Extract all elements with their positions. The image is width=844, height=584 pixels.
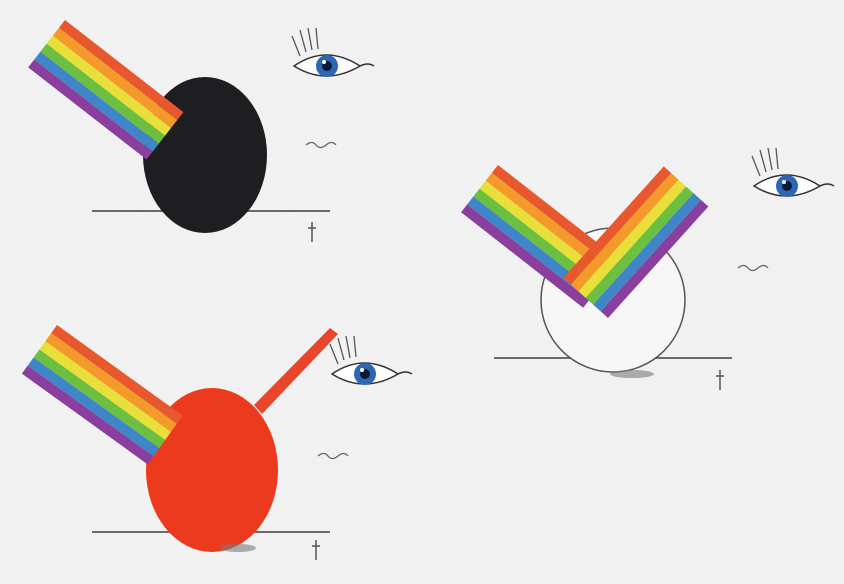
white-disc-shadow (610, 370, 654, 378)
red-disc-shadow (220, 544, 256, 552)
